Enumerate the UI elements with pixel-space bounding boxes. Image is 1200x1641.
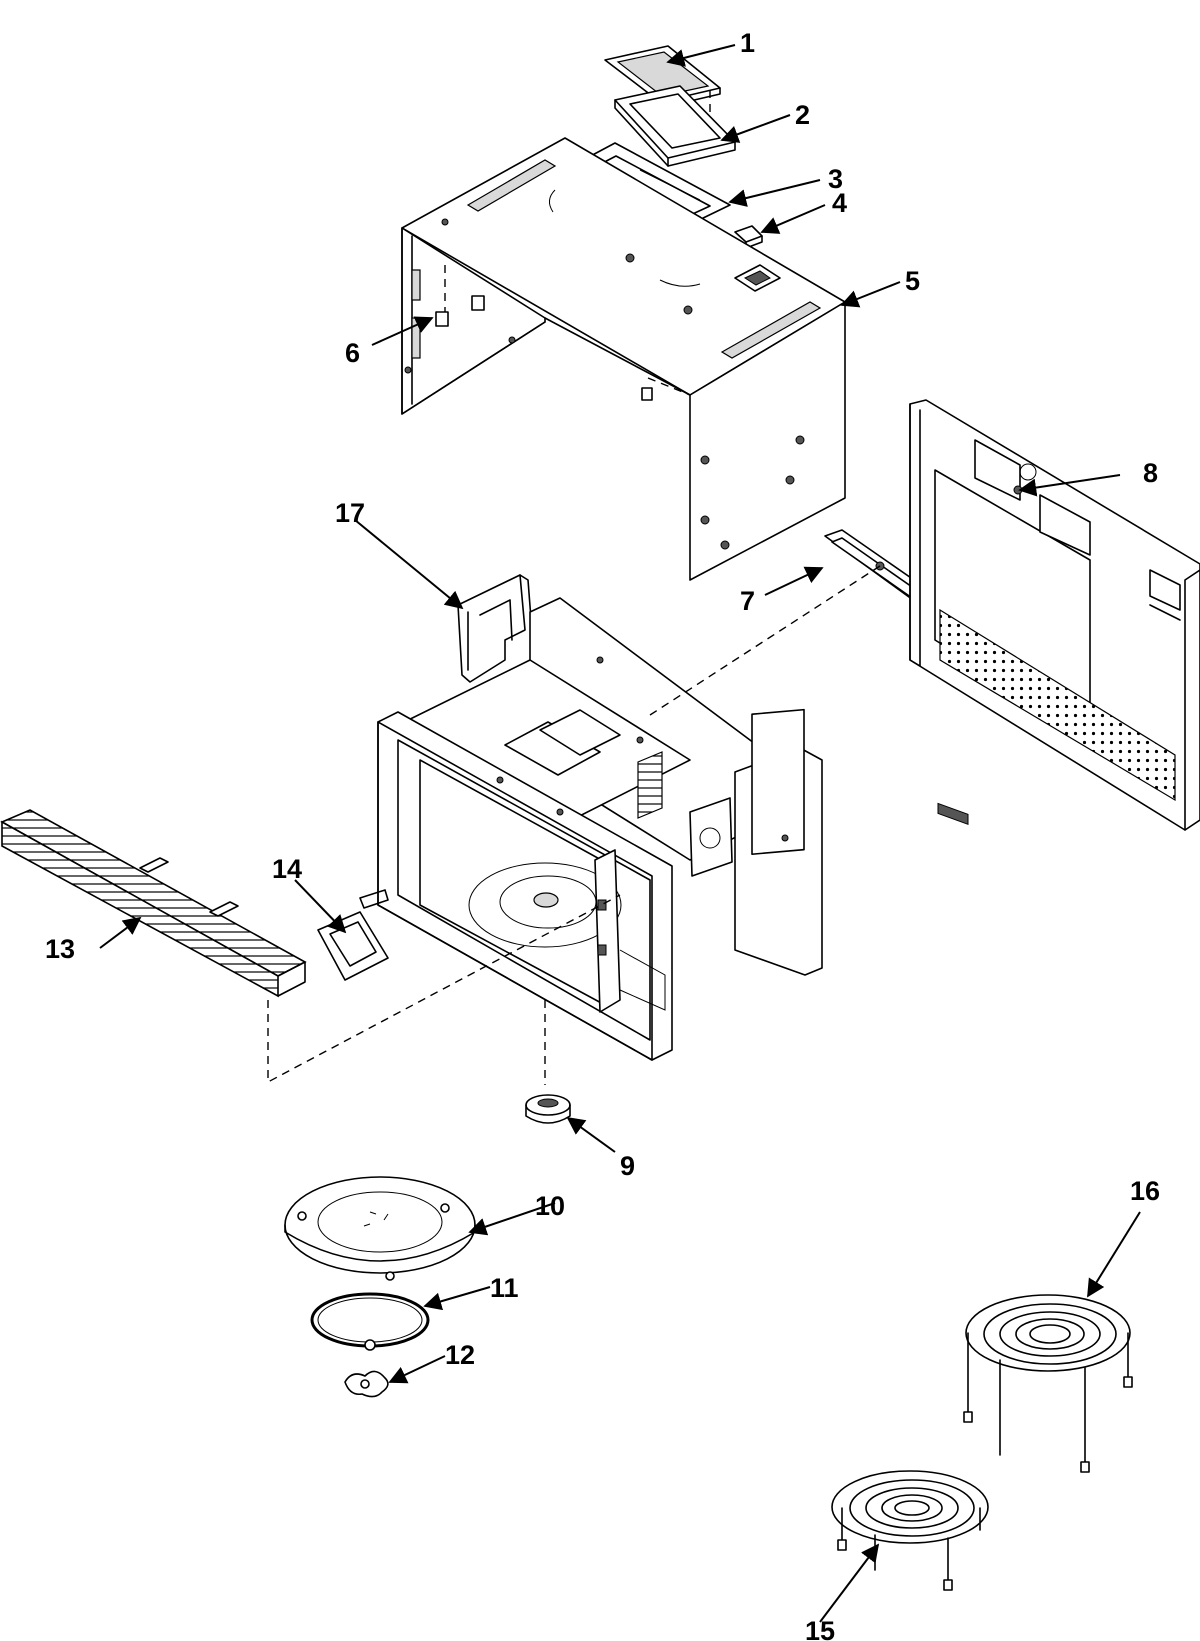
callout-3: 3 <box>828 164 843 194</box>
callout-16: 16 <box>1130 1176 1160 1206</box>
callout-13: 13 <box>45 934 75 964</box>
part-4-clip <box>734 225 763 268</box>
callout-9: 9 <box>620 1151 635 1181</box>
part-9-coupler <box>525 1094 571 1124</box>
callout-17: 17 <box>335 498 365 528</box>
part-13-grille <box>0 809 307 998</box>
part-10-glass-tray <box>284 1176 476 1281</box>
leader-lines <box>99 44 1141 1623</box>
callout-6: 6 <box>345 338 360 368</box>
callout-labels: 1 2 3 4 5 6 7 8 9 10 11 12 13 14 15 16 1… <box>45 28 1160 1641</box>
callout-10: 10 <box>535 1191 565 1221</box>
callout-14: 14 <box>272 854 302 884</box>
callout-2: 2 <box>795 100 810 130</box>
oven-cavity <box>359 597 823 1061</box>
part-16-high-rack <box>963 1294 1133 1473</box>
callout-8: 8 <box>1143 458 1158 488</box>
part-8-door-frame <box>909 399 1200 831</box>
callout-4: 4 <box>832 188 847 218</box>
part-2-vent-frame <box>614 85 736 167</box>
callout-11: 11 <box>490 1273 519 1303</box>
part-15-low-rack <box>831 1470 989 1591</box>
callout-5: 5 <box>905 266 920 296</box>
part-12-hub <box>344 1370 389 1398</box>
part-14-gasket <box>317 911 389 981</box>
alignment-lines <box>267 565 881 1085</box>
part-11-roller-ring <box>310 1292 430 1351</box>
callout-1: 1 <box>740 28 755 58</box>
callout-15: 15 <box>805 1616 835 1641</box>
part-5-outer-cabinet <box>401 137 846 581</box>
callout-12: 12 <box>445 1340 475 1370</box>
callout-7: 7 <box>740 586 755 616</box>
